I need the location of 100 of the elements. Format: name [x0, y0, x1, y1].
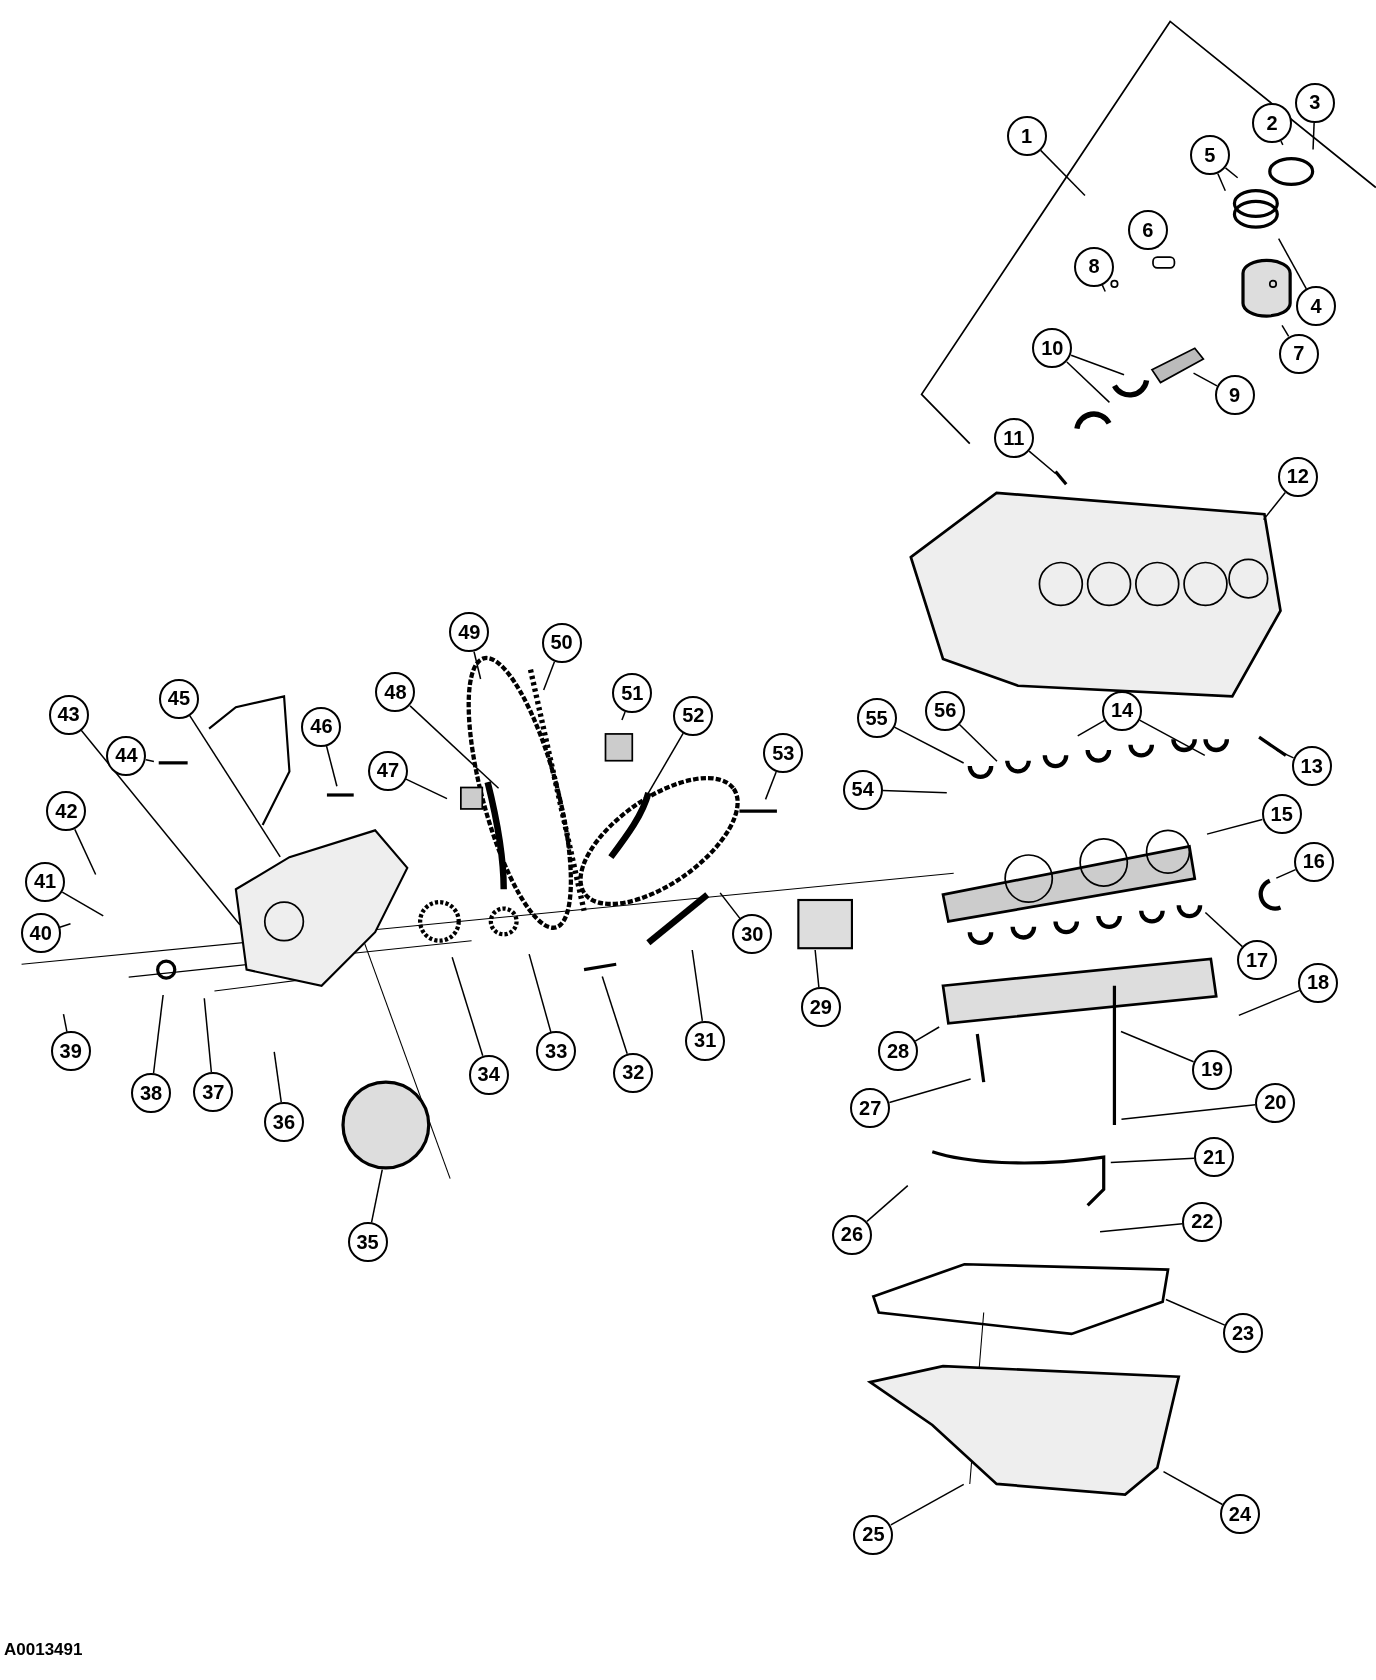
- leader-line: [325, 745, 338, 787]
- callout-number: 5: [1189, 135, 1230, 176]
- callout-number: 16: [1293, 841, 1334, 882]
- callout-number: 51: [612, 673, 653, 714]
- leader-line: [1162, 1470, 1224, 1506]
- leader-line: [1262, 491, 1287, 521]
- callout-number: 55: [856, 698, 897, 738]
- leader-line: [1120, 1030, 1195, 1063]
- callout-number: 53: [763, 733, 804, 774]
- leader-line: [601, 975, 628, 1055]
- callout-number: 48: [375, 672, 416, 713]
- leader-line: [80, 729, 241, 926]
- callout-number: 30: [732, 914, 773, 955]
- leader-line: [1224, 167, 1239, 179]
- leader-line: [203, 997, 213, 1073]
- callout-number: 42: [46, 791, 87, 832]
- callout-number: 56: [925, 690, 966, 731]
- callout-number: 7: [1278, 333, 1319, 374]
- callout-number: 29: [800, 987, 841, 1028]
- leader-line: [152, 994, 164, 1074]
- leader-line: [764, 771, 777, 801]
- callout-number: 24: [1219, 1494, 1260, 1535]
- callout-number: 49: [449, 612, 490, 653]
- callout-number: 1: [1006, 116, 1047, 157]
- leader-line: [1192, 372, 1218, 387]
- leader-line: [542, 660, 556, 691]
- callout-number: 28: [878, 1031, 919, 1072]
- callout-number: 13: [1291, 746, 1332, 787]
- callout-number: 37: [193, 1072, 234, 1112]
- leader-line: [881, 789, 948, 794]
- callout-number: 27: [850, 1088, 891, 1129]
- leader-line: [451, 956, 484, 1057]
- leader-line: [61, 891, 104, 917]
- leader-line: [893, 726, 965, 764]
- callout-number: 2: [1252, 103, 1293, 144]
- leader-line: [890, 1483, 965, 1526]
- callout-number: 47: [367, 750, 408, 791]
- callout-number: 14: [1102, 690, 1142, 731]
- figure-code: A0013491: [4, 1640, 83, 1660]
- callout-number: 4: [1296, 286, 1336, 327]
- leader-line: [888, 1078, 972, 1104]
- callout-number: 41: [25, 861, 65, 902]
- callout-number: 23: [1223, 1313, 1264, 1354]
- callout-number: 36: [264, 1102, 304, 1142]
- callout-number: 21: [1194, 1137, 1235, 1178]
- callout-number: 9: [1214, 375, 1255, 416]
- callout-number: 32: [613, 1052, 654, 1093]
- leader-line: [1076, 719, 1106, 737]
- callout-number: 3: [1294, 82, 1335, 123]
- leader-line: [189, 714, 281, 858]
- leader-line: [719, 892, 741, 920]
- leader-line: [1281, 324, 1290, 338]
- callout-number: 19: [1192, 1049, 1233, 1090]
- callout-number: 40: [20, 913, 61, 954]
- callout-number: 45: [158, 678, 199, 719]
- leader-line: [145, 759, 155, 763]
- leader-line: [1110, 1157, 1195, 1164]
- leader-line: [1070, 354, 1125, 376]
- callout-number: 34: [468, 1054, 509, 1095]
- callout-number: 31: [685, 1020, 726, 1061]
- leader-line: [691, 949, 704, 1022]
- callout-number: 20: [1255, 1082, 1296, 1123]
- leader-line: [405, 778, 448, 800]
- leader-line: [1120, 1104, 1257, 1120]
- leader-line: [1275, 749, 1295, 759]
- leader-line: [1280, 140, 1284, 146]
- leader-line: [74, 828, 97, 876]
- leader-line: [1277, 237, 1308, 290]
- callout-number: 46: [301, 706, 342, 747]
- callout-number: 15: [1261, 794, 1302, 835]
- leader-line: [1165, 1298, 1226, 1326]
- callout-number: 6: [1127, 210, 1168, 251]
- callout-number: 22: [1182, 1201, 1223, 1242]
- leader-line: [1101, 284, 1106, 293]
- leader-line: [1204, 911, 1244, 948]
- leader-line: [473, 650, 482, 680]
- callout-number: 33: [536, 1031, 577, 1072]
- leader-line: [1275, 868, 1297, 879]
- leader-line: [866, 1184, 909, 1223]
- callout-number: 50: [541, 623, 582, 663]
- leader-line: [814, 949, 820, 989]
- leader-line: [370, 1168, 383, 1224]
- callout-number: 52: [673, 695, 714, 736]
- callout-number: 39: [50, 1031, 91, 1072]
- callout-number: 25: [853, 1514, 894, 1555]
- leader-line: [1099, 1222, 1184, 1233]
- callout-number: 54: [842, 769, 883, 810]
- leader-line: [1066, 361, 1111, 404]
- callout-number: 18: [1298, 962, 1339, 1003]
- callout-number: 43: [48, 694, 89, 735]
- callout-number: 11: [993, 418, 1034, 459]
- callout-number: 8: [1074, 246, 1115, 287]
- callout-number: 35: [347, 1222, 388, 1263]
- leader-line: [1206, 818, 1264, 835]
- leader-line: [409, 705, 500, 789]
- leader-line: [1217, 172, 1227, 192]
- leader-line: [273, 1051, 282, 1103]
- leader-line: [1028, 450, 1057, 475]
- callout-number: 44: [106, 735, 147, 776]
- leader-line: [643, 732, 685, 801]
